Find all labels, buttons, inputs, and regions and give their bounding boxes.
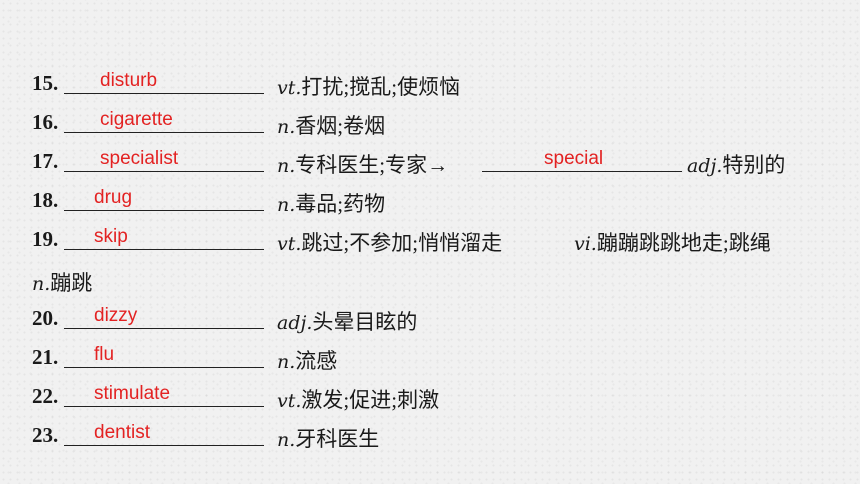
definition: vt.跳过;不参加;悄悄溜走 bbox=[277, 227, 502, 257]
answer-blank bbox=[64, 249, 264, 250]
part-of-speech: vi. bbox=[574, 233, 597, 255]
vocab-row-17: 17. specialist n.专科医生;专家→ special adj.特别… bbox=[32, 148, 832, 179]
derived-answer-word: special bbox=[544, 148, 604, 169]
answer-blank bbox=[64, 406, 264, 407]
part-of-speech: vt. bbox=[277, 77, 302, 99]
meaning-text: 牙科医生 bbox=[295, 427, 380, 451]
answer-word: dentist bbox=[94, 422, 150, 443]
answer-blank bbox=[64, 171, 264, 172]
item-number: 21. bbox=[32, 345, 59, 369]
derived-definition: adj.特别的 bbox=[687, 149, 785, 179]
part-of-speech: vt. bbox=[277, 233, 302, 255]
third-definition: n.蹦跳 bbox=[32, 267, 92, 297]
part-of-speech: n. bbox=[277, 194, 296, 216]
item-number: 19. bbox=[32, 227, 59, 251]
meaning-text: 蹦跳 bbox=[50, 271, 93, 295]
item-number: 22. bbox=[32, 384, 59, 408]
meaning-text: 头晕目眩的 bbox=[312, 310, 418, 334]
answer-word: specialist bbox=[100, 148, 179, 169]
definition: n.牙科医生 bbox=[277, 423, 379, 453]
part-of-speech: n. bbox=[277, 351, 296, 373]
answer-word: drug bbox=[94, 187, 133, 208]
answer-blank bbox=[64, 328, 264, 329]
meaning-text: 跳过;不参加;悄悄溜走 bbox=[301, 231, 503, 255]
item-number: 20. bbox=[32, 306, 59, 330]
item-number: 15. bbox=[32, 71, 59, 95]
part-of-speech: adj. bbox=[277, 312, 313, 334]
item-number: 18. bbox=[32, 188, 59, 212]
answer-word: dizzy bbox=[94, 305, 138, 326]
item-number: 17. bbox=[32, 149, 59, 173]
definition: adj.头晕目眩的 bbox=[277, 306, 417, 336]
definition: vt.激发;促进;刺激 bbox=[277, 384, 439, 414]
part-of-speech: adj. bbox=[687, 155, 723, 177]
definition: n.香烟;卷烟 bbox=[277, 110, 385, 140]
meaning-text: 专科医生;专家→ bbox=[295, 153, 449, 177]
part-of-speech: n. bbox=[277, 116, 296, 138]
meaning-text: 毒品;药物 bbox=[295, 192, 386, 216]
meaning-text: 蹦蹦跳跳地走;跳绳 bbox=[596, 231, 771, 255]
item-number: 16. bbox=[32, 110, 59, 134]
item-number: 23. bbox=[32, 423, 59, 447]
answer-word: stimulate bbox=[94, 383, 171, 404]
definition: n.流感 bbox=[277, 345, 337, 375]
derived-answer-blank bbox=[482, 171, 682, 172]
part-of-speech: n. bbox=[277, 155, 296, 177]
answer-blank bbox=[64, 93, 264, 94]
answer-blank bbox=[64, 445, 264, 446]
meaning-text: 激发;促进;刺激 bbox=[301, 388, 440, 412]
meaning-text: 打扰;搅乱;使烦恼 bbox=[301, 75, 461, 99]
answer-blank bbox=[64, 210, 264, 211]
second-definition: vi.蹦蹦跳跳地走;跳绳 bbox=[574, 227, 771, 257]
answer-blank bbox=[64, 367, 264, 368]
part-of-speech: n. bbox=[32, 273, 51, 295]
meaning-text: 香烟;卷烟 bbox=[295, 114, 386, 138]
definition: n.毒品;药物 bbox=[277, 188, 385, 218]
part-of-speech: vt. bbox=[277, 390, 302, 412]
answer-blank bbox=[64, 132, 264, 133]
meaning-text: 流感 bbox=[295, 349, 338, 373]
definition: n.专科医生;专家→ bbox=[277, 149, 448, 179]
answer-word: cigarette bbox=[100, 109, 173, 130]
vocab-row-19: 19. skip vt.跳过;不参加;悄悄溜走 vi.蹦蹦跳跳地走;跳绳 bbox=[32, 226, 832, 257]
part-of-speech: n. bbox=[277, 429, 296, 451]
answer-word: skip bbox=[94, 226, 128, 247]
definition: vt.打扰;搅乱;使烦恼 bbox=[277, 71, 460, 101]
answer-word: disturb bbox=[100, 70, 158, 91]
meaning-text: 特别的 bbox=[722, 153, 786, 177]
answer-word: flu bbox=[94, 344, 115, 365]
